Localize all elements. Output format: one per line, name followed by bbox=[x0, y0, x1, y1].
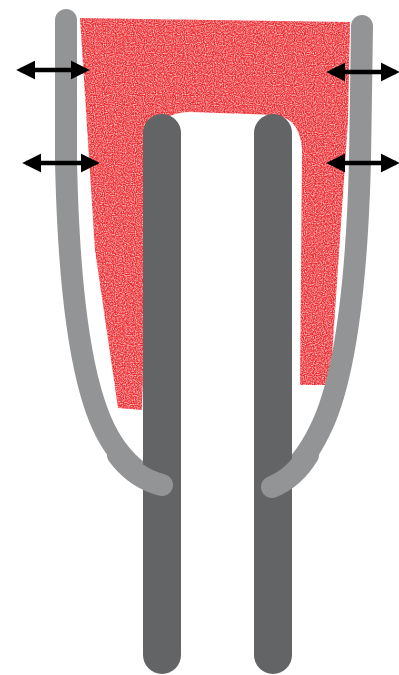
diagram-canvas bbox=[0, 0, 399, 675]
